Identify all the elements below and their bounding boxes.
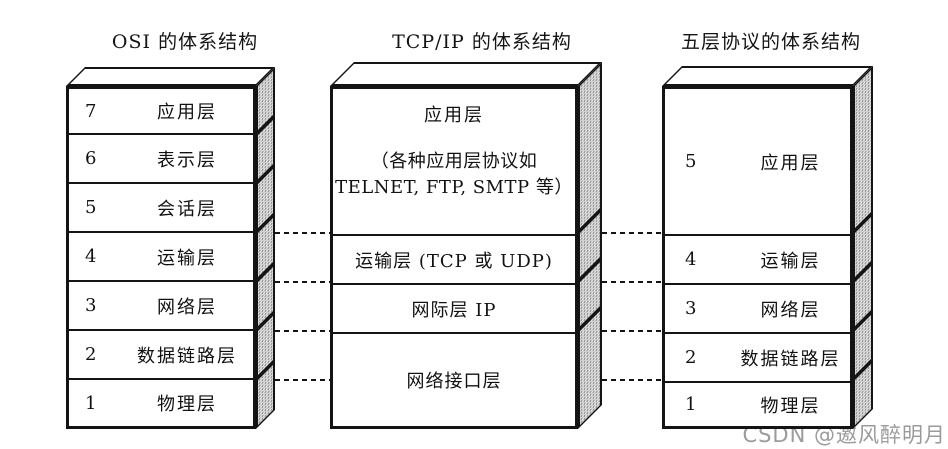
side-stripe	[258, 213, 273, 233]
layer-label: 应用层	[157, 102, 217, 123]
layer-sublabel: TELNET, FTP, SMTP 等）	[335, 177, 573, 198]
five-layer-box-top-face	[662, 66, 873, 86]
layer-number: 4	[85, 246, 97, 267]
connector-dashed-line	[602, 232, 662, 234]
side-stripe	[580, 257, 600, 282]
connector-dashed-line	[275, 232, 330, 234]
side-stripe	[855, 261, 871, 282]
side-stripe	[258, 360, 273, 380]
osi-layer-session: 5 会话层	[69, 184, 253, 233]
side-stripe	[855, 212, 871, 233]
tcpip-box: 应用层 （各种应用层协议如 TELNET, FTP, SMTP 等） 运输层 (…	[330, 86, 578, 429]
layer-number: 1	[685, 394, 697, 415]
layer-label: 网络接口层	[406, 371, 502, 392]
connector-dashed-line	[602, 330, 662, 332]
layer-label: 运输层 (TCP 或 UDP)	[355, 250, 553, 272]
side-stripe	[258, 262, 273, 282]
layer-number: 7	[85, 100, 97, 122]
layer-number: 5	[85, 197, 97, 218]
layer-label: 网络层	[157, 296, 217, 318]
osi-box-side-face	[256, 67, 275, 429]
connector-dashed-line	[602, 281, 662, 283]
layer-label: 应用层	[760, 152, 821, 174]
layer-label: 数据链路层	[740, 348, 841, 370]
osi-box-top-face	[66, 67, 275, 86]
layer-label: 会话层	[157, 198, 217, 220]
layer-number: 4	[685, 249, 697, 270]
layer-label: 表示层	[157, 149, 217, 171]
osi-layer-datalink: 2 数据链路层	[69, 331, 253, 380]
tcpip-box-side-face	[578, 62, 602, 429]
layer-number: 3	[85, 295, 97, 316]
layer-sublabel: （各种应用层协议如	[370, 151, 538, 172]
layer-number: 1	[85, 392, 97, 414]
tcpip-box-top-face	[330, 62, 602, 86]
connector-dashed-line	[275, 379, 330, 381]
side-stripe	[580, 306, 600, 331]
layer-number: 3	[685, 298, 697, 319]
tcpip-layer-network-interface: 网络接口层	[333, 334, 575, 426]
connector-dashed-line	[275, 281, 330, 283]
layer-label: 运输层	[157, 247, 217, 269]
connector-dashed-line	[602, 379, 662, 381]
five-layer-transport: 4 运输层	[665, 236, 850, 285]
five-layer-application: 5 应用层	[665, 89, 850, 236]
five-layer-box: 5 应用层 4 运输层 3 网络层 2 数据链路层 1 物理层	[662, 86, 853, 429]
layer-label: 应用层	[424, 105, 484, 126]
layer-label: 物理层	[760, 395, 821, 417]
tcpip-layer-transport: 运输层 (TCP 或 UDP)	[333, 236, 575, 285]
osi-layer-presentation: 6 表示层	[69, 135, 253, 184]
side-stripe	[258, 115, 273, 135]
layer-label: 物理层	[157, 394, 217, 415]
side-stripe	[258, 164, 273, 184]
side-stripe	[580, 208, 600, 233]
five-layer-network: 3 网络层	[665, 285, 850, 334]
connector-dashed-line	[275, 330, 330, 332]
five-layer-datalink: 2 数据链路层	[665, 334, 850, 383]
tcpip-layer-application: 应用层 （各种应用层协议如 TELNET, FTP, SMTP 等）	[333, 89, 575, 236]
osi-layer-application: 7 应用层	[69, 89, 253, 135]
osi-layer-transport: 4 运输层	[69, 233, 253, 282]
side-stripe	[855, 359, 871, 380]
osi-layer-physical: 1 物理层	[69, 380, 253, 426]
side-stripe	[855, 310, 871, 331]
osi-layer-network: 3 网络层	[69, 282, 253, 331]
five-layer-column-title: 五层协议的体系结构	[680, 31, 862, 53]
layer-number: 5	[685, 151, 697, 172]
side-stripe	[258, 311, 273, 331]
layer-label: 网络层	[760, 299, 821, 321]
layer-label: 网际层 IP	[411, 299, 497, 321]
osi-column-title: OSI 的体系结构	[111, 31, 259, 53]
tcpip-layer-internet: 网际层 IP	[333, 285, 575, 334]
tcpip-column-title: TCP/IP 的体系结构	[392, 31, 572, 53]
layer-label: 数据链路层	[137, 345, 237, 367]
layer-number: 2	[85, 344, 97, 365]
layer-number: 6	[85, 148, 97, 169]
five-layer-physical: 1 物理层	[665, 383, 850, 426]
layer-label: 运输层	[760, 250, 821, 272]
osi-box: 7 应用层 6 表示层 5 会话层 4 运输层 3 网络层 2 数据链路层 1 …	[66, 86, 256, 429]
five-layer-box-side-face	[853, 66, 873, 429]
layer-number: 2	[685, 347, 697, 368]
